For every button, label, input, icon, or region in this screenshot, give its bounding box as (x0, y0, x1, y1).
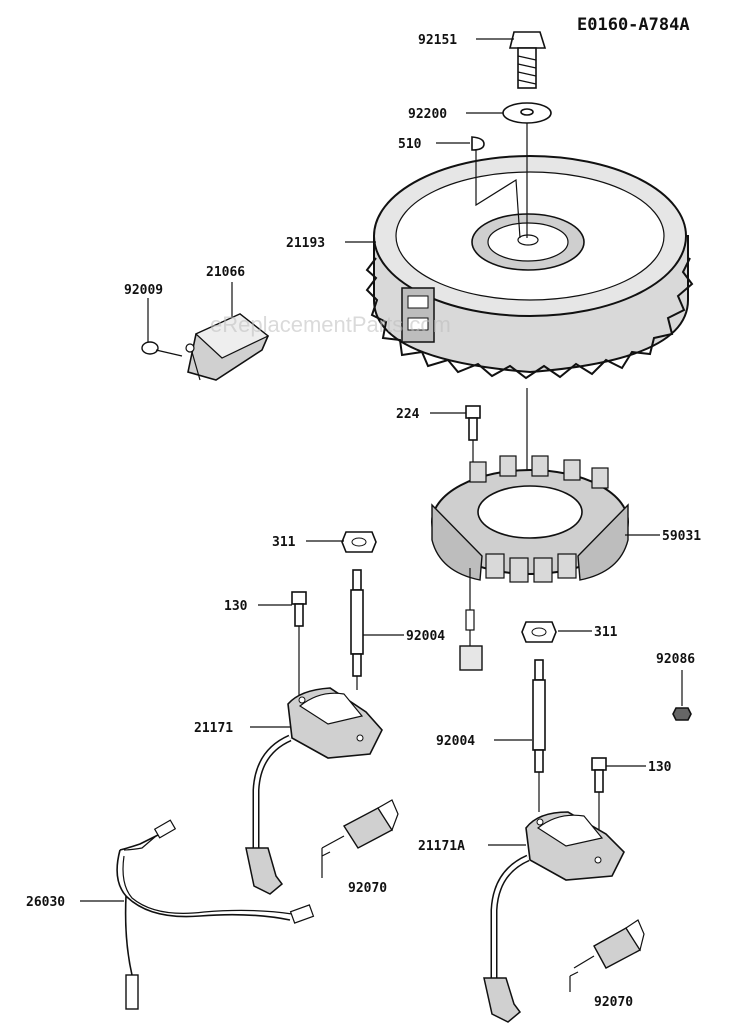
bolt-130-left-shape (291, 591, 307, 700)
label-92004-right: 92004 (436, 734, 475, 749)
ignition-coil-21171A-shape (483, 811, 625, 1023)
key-alignment-line (475, 150, 521, 239)
label-21171: 21171 (194, 721, 233, 736)
stator-59031-shape (431, 455, 629, 671)
bolt-130-right-shape (591, 757, 607, 830)
ignition-coil-21171-shape (245, 687, 383, 895)
label-92009: 92009 (124, 283, 163, 298)
nut-311-left-shape (341, 531, 377, 553)
label-92086: 92086 (656, 652, 695, 667)
washer-92200-shape (502, 102, 552, 124)
label-510: 510 (398, 137, 422, 152)
stud-92004-left-shape (350, 569, 364, 690)
label-92200: 92200 (408, 107, 447, 122)
leader-lines (80, 38, 660, 992)
label-21171A: 21171A (418, 839, 465, 854)
nut-92086-shape (672, 707, 692, 721)
key-510-shape (471, 136, 485, 151)
label-26030: 26030 (26, 895, 65, 910)
label-92151: 92151 (418, 33, 457, 48)
regulator-21066-shape (185, 313, 270, 381)
wire-lead-26030-shape (116, 819, 315, 1010)
label-92070-left: 92070 (348, 881, 387, 896)
label-130-right: 130 (648, 760, 672, 775)
label-130-left: 130 (224, 599, 248, 614)
label-92004-left: 92004 (406, 629, 445, 644)
spark-plug-92070-bottom-shape (569, 919, 645, 977)
spark-plug-92070-left-shape (321, 799, 399, 857)
nut-311-right-shape (521, 621, 557, 643)
watermark: eReplacementParts.com (210, 312, 451, 337)
label-311-left: 311 (272, 535, 296, 550)
label-92070-bottom: 92070 (594, 995, 633, 1010)
label-59031: 59031 (662, 529, 701, 544)
label-224: 224 (396, 407, 420, 422)
stud-92004-right-shape (532, 659, 546, 812)
bolt-92151-shape (508, 31, 547, 89)
label-311-right: 311 (594, 625, 618, 640)
bolt-224-shape (465, 405, 481, 470)
diagram-id: E0160-A784A (577, 15, 690, 35)
label-21066: 21066 (206, 265, 245, 280)
label-21193: 21193 (286, 236, 325, 251)
screw-92009-shape (141, 298, 183, 357)
flywheel-21193-shape (365, 155, 694, 380)
